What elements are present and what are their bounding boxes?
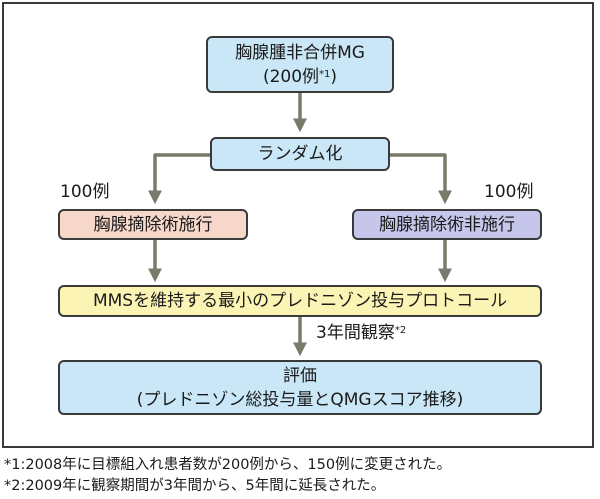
protocol-label: MMSを維持する最小のプレドニゾン投与プロトコール	[92, 291, 508, 311]
randomization-label: ランダム化	[257, 144, 343, 164]
footnote-marker-2: *2	[394, 325, 407, 336]
footnote-marker-1: *1	[319, 68, 331, 80]
arm-b-box: 胸腺摘除術非施行	[352, 209, 542, 240]
population-count: (200例*1)	[262, 66, 338, 87]
evaluation-title: 評価	[283, 365, 317, 386]
arm-a-box: 胸腺摘除術施行	[58, 209, 248, 240]
arm-a-count: 100例	[60, 182, 110, 202]
arrow-randomization-to-arm-b	[390, 153, 452, 205]
arrow-randomization-to-arm-a	[148, 153, 210, 205]
population-box: 胸腺腫非合併MG (200例*1)	[206, 36, 394, 93]
arm-b-label: 胸腺摘除術非施行	[379, 214, 515, 235]
randomization-box: ランダム化	[210, 137, 390, 171]
evaluation-box: 評価 (プレドニゾン総投与量とQMGスコア推移)	[58, 360, 542, 415]
evaluation-detail: (プレドニゾン総投与量とQMGスコア推移)	[136, 389, 464, 410]
footnote-2: *2:2009年に観察期間が3年間から、5年間に延長された。	[4, 478, 386, 494]
footnote-1: *1:2008年に目標組入れ患者数が200例から、150例に変更された。	[4, 457, 452, 473]
arm-a-label: 胸腺摘除術施行	[93, 214, 213, 235]
observation-label: 3年間観察*2	[316, 323, 407, 343]
population-title: 胸腺腫非合併MG	[235, 42, 365, 63]
protocol-box: MMSを維持する最小のプレドニゾン投与プロトコール	[58, 285, 542, 317]
arm-b-count: 100例	[484, 182, 534, 202]
